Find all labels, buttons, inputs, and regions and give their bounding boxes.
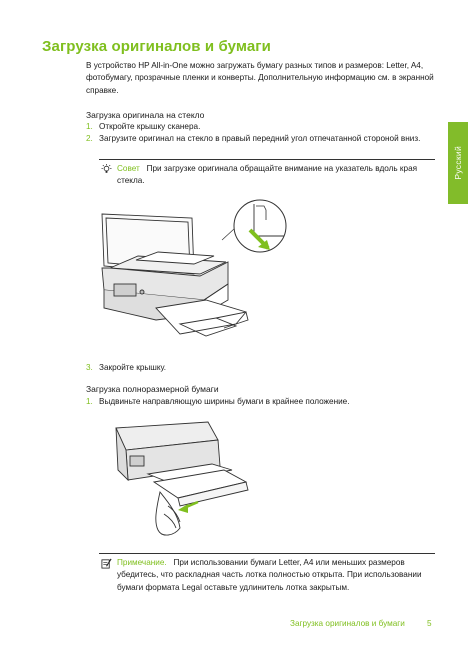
tip-box: Совет При загрузке оригинала обращайте в… xyxy=(99,159,435,188)
section1-step-3: 3. Закройте крышку. xyxy=(86,362,438,374)
step-number: 3. xyxy=(86,363,93,372)
callout-zoom-icon xyxy=(233,199,287,253)
note-body: При использовании бумаги Letter, A4 или … xyxy=(117,558,422,592)
intro-paragraph: В устройство HP All-in-One можно загружа… xyxy=(86,61,434,95)
page-number: 5 xyxy=(427,619,432,628)
note-label: Примечание. xyxy=(117,558,167,567)
language-tab: Русский xyxy=(448,122,468,204)
step-text: Закройте крышку. xyxy=(99,363,167,372)
section1-step-1: 1. Откройте крышку сканера. xyxy=(86,121,438,133)
note-divider xyxy=(99,553,435,554)
scanner-open-lid-illustration xyxy=(101,213,249,337)
step-text: Выдвиньте направляющую ширины бумаги в к… xyxy=(99,397,350,406)
step-number: 1. xyxy=(86,397,93,406)
note-text: Примечание. При использовании бумаги Let… xyxy=(117,557,435,594)
step-number: 1. xyxy=(86,122,93,131)
tip-text: Совет При загрузке оригинала обращайте в… xyxy=(117,163,435,188)
section2-step-1: 1. Выдвиньте направляющую ширины бумаги … xyxy=(86,396,438,408)
tip-label: Совет xyxy=(117,164,140,173)
page-title: Загрузка оригиналов и бумаги xyxy=(42,38,271,55)
note-box: Примечание. При использовании бумаги Let… xyxy=(99,553,435,594)
lightbulb-icon xyxy=(101,164,112,173)
step-text: Откройте крышку сканера. xyxy=(99,122,201,131)
section1-step-2: 2. Загрузите оригинал на стекло в правый… xyxy=(86,133,438,145)
tip-divider xyxy=(99,159,435,160)
section2-heading: Загрузка полноразмерной бумаги xyxy=(86,384,219,394)
tip-body: При загрузке оригинала обращайте внимани… xyxy=(117,164,418,186)
note-pencil-icon xyxy=(101,558,112,569)
printer-paper-tray-illustration xyxy=(115,421,249,536)
footer-section-label: Загрузка оригиналов и бумаги xyxy=(290,619,405,628)
step-text: Загрузите оригинал на стекло в правый пе… xyxy=(99,134,421,143)
section1-heading: Загрузка оригинала на стекло xyxy=(86,110,205,120)
language-tab-label: Русский xyxy=(453,146,463,180)
step-number: 2. xyxy=(86,134,93,143)
